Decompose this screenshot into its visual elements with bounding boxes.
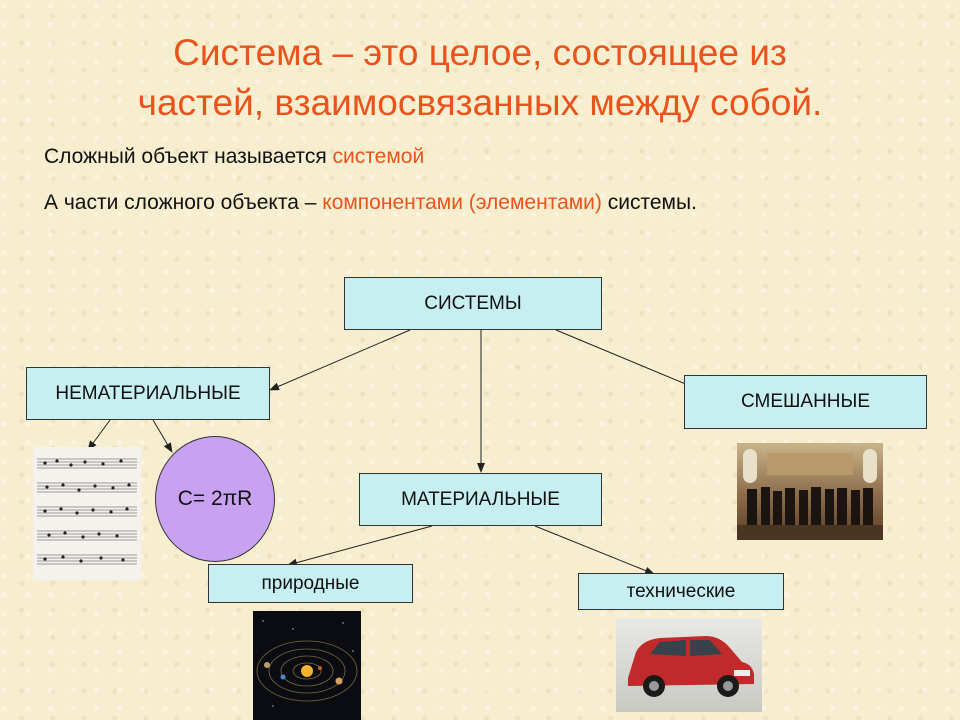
arrow-root-mixed <box>555 329 701 391</box>
arrow-root-immaterial <box>269 329 411 391</box>
definition-2-suffix: системы. <box>601 191 697 214</box>
slide-title: Система – это целое, состоящее из частей… <box>40 28 920 128</box>
definition-1-text: Сложный объект называется <box>44 145 333 168</box>
arrow-material-technical <box>534 525 655 575</box>
definition-line-1: Сложный объект называется системой <box>44 145 424 169</box>
definition-2-highlight: компонентами (элементами) <box>322 191 602 214</box>
solar-system-image <box>253 611 361 720</box>
definition-1-highlight: системой <box>332 145 425 168</box>
technical-box: технические <box>578 573 784 610</box>
title-line-2: частей, взаимосвязанных между собой. <box>137 82 823 123</box>
solar-system-drawing <box>256 620 358 707</box>
sheet-music-image <box>33 447 141 580</box>
arrow-immaterial-formula <box>152 419 173 453</box>
mixed-box: СМЕШАННЫЕ <box>684 375 927 429</box>
arrow-material-natural <box>287 525 433 567</box>
definition-2-text: А части сложного объекта – <box>44 191 323 214</box>
immaterial-box: НЕМАТЕРИАЛЬНЫЕ <box>26 367 270 420</box>
arrow-immaterial-notes <box>87 419 111 451</box>
title-line-1: Система – это целое, состоящее из <box>173 32 787 73</box>
orchestra-image <box>737 443 883 540</box>
car-image <box>616 618 762 712</box>
formula-circle: C= 2πR <box>155 436 275 562</box>
root-systems-box: СИСТЕМЫ <box>344 277 602 330</box>
orchestra-drawing <box>737 449 883 540</box>
car-drawing <box>628 636 754 697</box>
sheet-music-drawing <box>37 458 137 565</box>
natural-box: природные <box>208 564 413 603</box>
definition-line-2: А части сложного объекта – компонентами … <box>44 191 697 215</box>
material-box: МАТЕРИАЛЬНЫЕ <box>359 473 602 526</box>
